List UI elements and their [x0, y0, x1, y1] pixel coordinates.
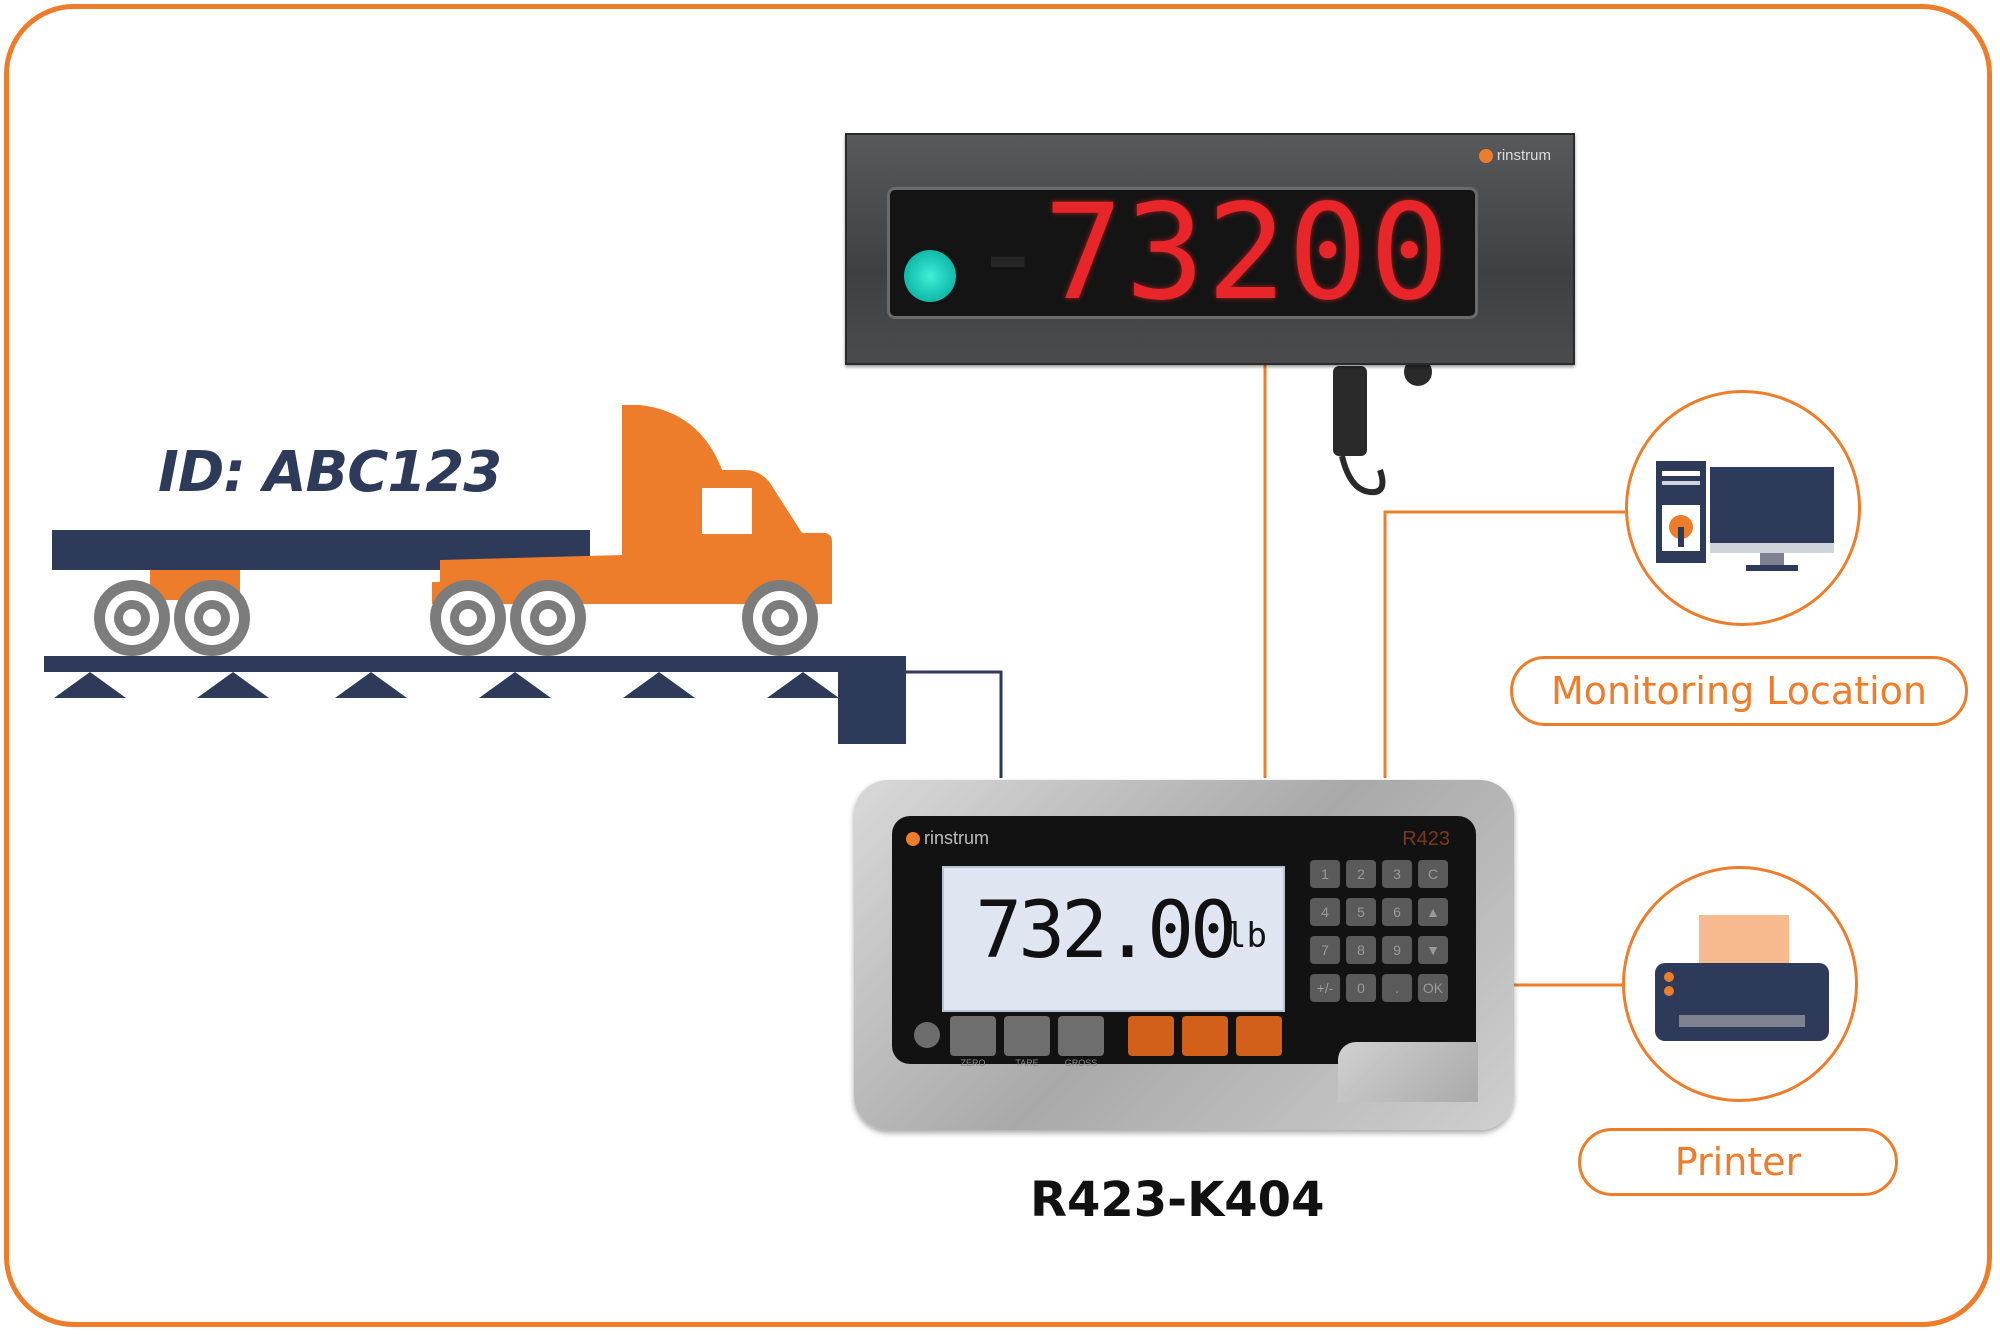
traffic-light-icon	[904, 250, 956, 302]
monitoring-label: Monitoring Location	[1510, 656, 1968, 726]
zero-key[interactable]	[950, 1016, 996, 1056]
keypad-key[interactable]: 3	[1382, 860, 1412, 888]
remote-connector	[1333, 366, 1367, 456]
model-name: R423-K404	[1030, 1172, 1325, 1228]
remote-reading: 73200	[1043, 176, 1451, 330]
remote-led-window: - 73200	[887, 187, 1478, 319]
indicator-brand: rinstrum	[906, 828, 989, 849]
zero-key-label: ZERO	[960, 1058, 986, 1068]
weighbridge-pit-wall	[838, 656, 906, 744]
keypad-key[interactable]: .	[1382, 974, 1412, 1002]
keypad-key[interactable]: 2	[1346, 860, 1376, 888]
load-cell-support	[767, 672, 839, 698]
wheel	[510, 580, 586, 656]
keypad-key[interactable]: OK	[1418, 974, 1448, 1002]
truck-id-label: ID: ABC123	[158, 440, 502, 505]
scale-to-indicator-line	[905, 670, 1003, 778]
outer-frame	[4, 4, 1992, 1327]
remote-cable	[1339, 455, 1386, 496]
keypad-key[interactable]: C	[1418, 860, 1448, 888]
indicator-bezel-notch	[1338, 1042, 1478, 1102]
indicator-unit: lb	[1226, 916, 1267, 956]
printer-icon	[1655, 915, 1829, 1041]
keypad-key[interactable]: 1	[1310, 860, 1340, 888]
load-cell-support	[197, 672, 269, 698]
indicator-reading: 732.00	[975, 886, 1237, 976]
load-cell-support	[479, 672, 551, 698]
keypad-key[interactable]: ▲	[1418, 898, 1448, 926]
keypad-key[interactable]: +/-	[1310, 974, 1340, 1002]
rinstrum-logo-icon	[906, 832, 920, 847]
keypad-key[interactable]: 4	[1310, 898, 1340, 926]
keypad-key[interactable]: 8	[1346, 936, 1376, 964]
load-cell-support	[623, 672, 695, 698]
gross-key-label: GROSS	[1064, 1058, 1098, 1068]
truck-window	[702, 488, 752, 534]
weighbridge-deck	[44, 656, 906, 672]
remote-display: rinstrum - 73200	[845, 133, 1575, 365]
truck-cab	[440, 405, 832, 600]
indicator-lcd: 732.00 lb	[942, 866, 1285, 1012]
tare-key[interactable]	[1004, 1016, 1050, 1056]
wheel	[742, 580, 818, 656]
function-key-3[interactable]	[1236, 1016, 1282, 1056]
load-cell-support	[54, 672, 126, 698]
wheel	[94, 580, 170, 656]
printer-label: Printer	[1578, 1128, 1898, 1196]
monitoring-line	[1383, 510, 1625, 778]
wheel	[174, 580, 250, 656]
tare-key-label: TARE	[1015, 1058, 1039, 1068]
computer-icon	[1656, 461, 1834, 571]
monitoring-icon-circle	[1625, 390, 1861, 626]
remote-brand: rinstrum	[1478, 147, 1551, 164]
gross-key[interactable]	[1058, 1016, 1104, 1056]
rinstrum-logo-icon	[1478, 149, 1493, 164]
remote-ghost-digit: -	[968, 176, 1048, 330]
indicator-model-mark: R423	[1402, 828, 1450, 850]
load-cell-support	[335, 672, 407, 698]
remote-gland	[1404, 358, 1432, 386]
wheel	[430, 580, 506, 656]
keypad-key[interactable]: 0	[1346, 974, 1376, 1002]
function-key-2[interactable]	[1182, 1016, 1228, 1056]
keypad-key[interactable]: 6	[1382, 898, 1412, 926]
keypad-key[interactable]: 7	[1310, 936, 1340, 964]
printer-icon-circle	[1622, 866, 1858, 1102]
function-key-1[interactable]	[1128, 1016, 1174, 1056]
keypad-key[interactable]: ▼	[1418, 936, 1448, 964]
keypad-key[interactable]: 5	[1346, 898, 1376, 926]
indicator-brand-text: rinstrum	[924, 828, 990, 848]
remote-brand-text: rinstrum	[1496, 147, 1551, 164]
keypad-key[interactable]: 9	[1382, 936, 1412, 964]
power-button[interactable]	[914, 1022, 940, 1048]
